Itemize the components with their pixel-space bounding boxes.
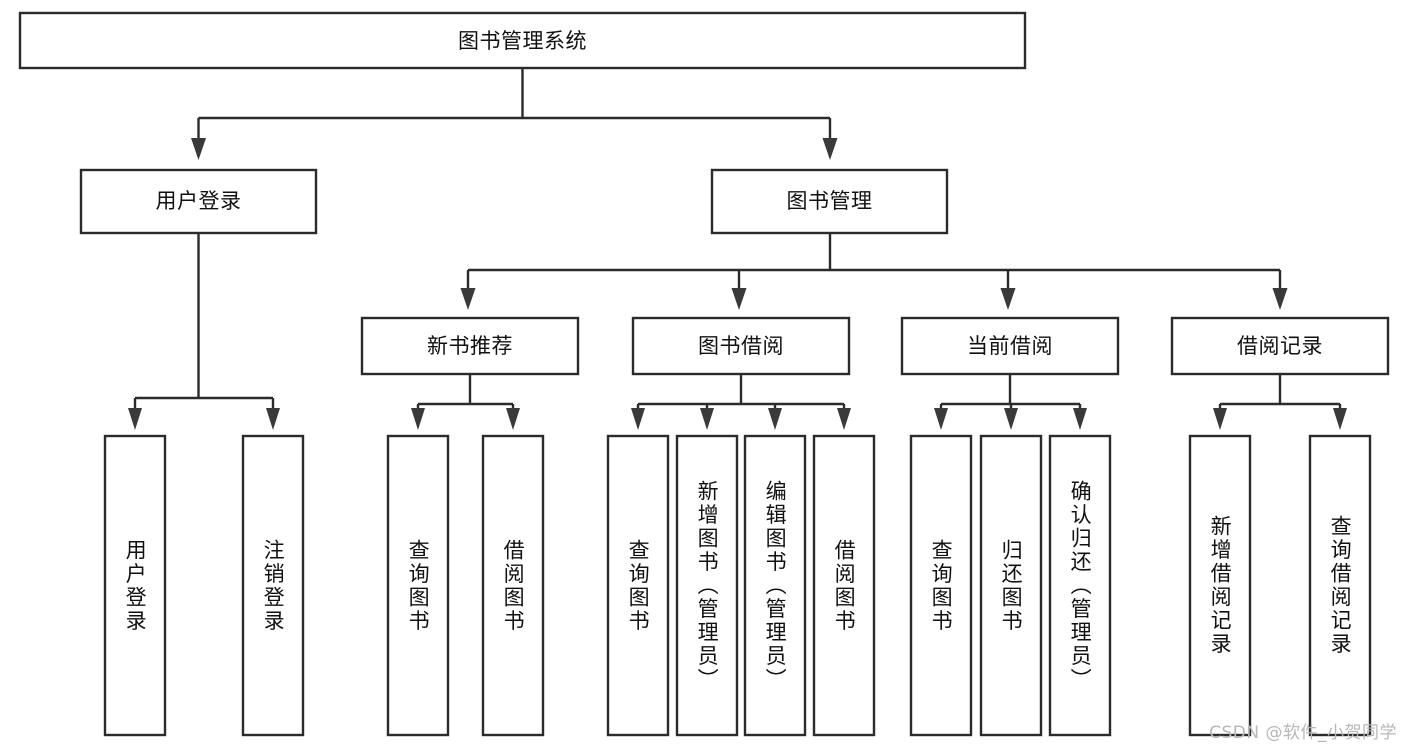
node-book-borrow-box[interactable]	[631, 316, 851, 376]
node-new-book-rec-label: 新书推荐	[427, 334, 513, 358]
node-book-borrow[interactable]: 图书借阅	[631, 316, 851, 376]
node-borrow-record[interactable]: 借阅记录	[1170, 316, 1390, 376]
leaf-logout-box[interactable]	[241, 434, 305, 737]
arrow-head-borrow-record	[1272, 288, 1288, 310]
arrow-head-leaf-return-book	[1004, 408, 1018, 430]
leaf-borrow-book-1-box[interactable]	[481, 434, 545, 737]
node-root-label: 图书管理系统	[458, 29, 587, 53]
node-root-box[interactable]	[18, 11, 1027, 70]
leaf-query-book-1-box[interactable]	[386, 434, 450, 737]
leaf-add-book-box[interactable]	[675, 434, 739, 737]
arrow-head-leaf-user-login	[128, 408, 142, 430]
node-book-manage-label: 图书管理	[787, 189, 873, 213]
leaf-edit-book-box[interactable]	[743, 434, 807, 737]
arrow-head-leaf-confirm-return	[1073, 408, 1087, 430]
connector-group-book-borrow	[631, 374, 851, 430]
node-user-login-label: 用户登录	[156, 189, 242, 213]
node-book-manage[interactable]: 图书管理	[710, 168, 949, 235]
arrow-head-leaf-query-record	[1333, 408, 1347, 430]
connector-group-book-manage	[460, 233, 1288, 310]
leaf-box-group	[103, 434, 1372, 737]
arrow-head-book-borrow	[731, 288, 747, 310]
leaf-query-record-box[interactable]	[1308, 434, 1372, 737]
node-current-borrow-label: 当前借阅	[967, 334, 1053, 358]
arrow-head-new-book-rec	[460, 288, 476, 310]
arrow-head-leaf-query-book-1	[411, 408, 425, 430]
leaf-borrow-book-2-box[interactable]	[812, 434, 876, 737]
node-new-book-rec[interactable]: 新书推荐	[360, 316, 580, 376]
connector-group-root	[191, 68, 838, 160]
connector-group-borrow-record	[1213, 374, 1347, 430]
node-book-borrow-label: 图书借阅	[698, 334, 784, 358]
node-user-login[interactable]: 用户登录	[79, 168, 318, 235]
arrow-head-leaf-query-book-2	[631, 408, 645, 430]
node-borrow-record-label: 借阅记录	[1237, 334, 1323, 358]
arrow-head-leaf-borrow-book-2	[837, 408, 851, 430]
leaf-return-book-box[interactable]	[979, 434, 1043, 737]
leaf-user-login-box[interactable]	[103, 434, 167, 737]
node-borrow-record-box[interactable]	[1170, 316, 1390, 376]
connector-group-current-borrow	[934, 374, 1087, 430]
arrow-head-leaf-logout	[266, 408, 280, 430]
arrow-head-leaf-add-book	[700, 408, 714, 430]
leaf-add-record-box[interactable]	[1188, 434, 1252, 737]
node-current-borrow[interactable]: 当前借阅	[900, 316, 1120, 376]
arrow-head-leaf-query-book-3	[934, 408, 948, 430]
node-root[interactable]: 图书管理系统	[18, 11, 1027, 70]
node-book-manage-box[interactable]	[710, 168, 949, 235]
arrow-head-leaf-add-record	[1213, 408, 1227, 430]
leaf-query-book-2-box[interactable]	[606, 434, 670, 737]
leaf-confirm-return-box[interactable]	[1048, 434, 1112, 737]
watermark-text: CSDN @软件_小贺同学	[1209, 723, 1397, 743]
arrow-head-user-login	[191, 138, 206, 160]
arrow-head-book-manage	[822, 138, 838, 160]
node-user-login-box[interactable]	[79, 168, 318, 235]
arrow-head-current-borrow	[1000, 288, 1016, 310]
leaf-query-book-3-box[interactable]	[909, 434, 973, 737]
node-new-book-rec-box[interactable]	[360, 316, 580, 376]
connector-group-user-login	[128, 233, 280, 430]
node-current-borrow-box[interactable]	[900, 316, 1120, 376]
arrow-head-leaf-borrow-book-1	[506, 408, 520, 430]
arrow-head-leaf-edit-book	[768, 408, 782, 430]
connector-group-new-book-rec	[411, 374, 520, 430]
